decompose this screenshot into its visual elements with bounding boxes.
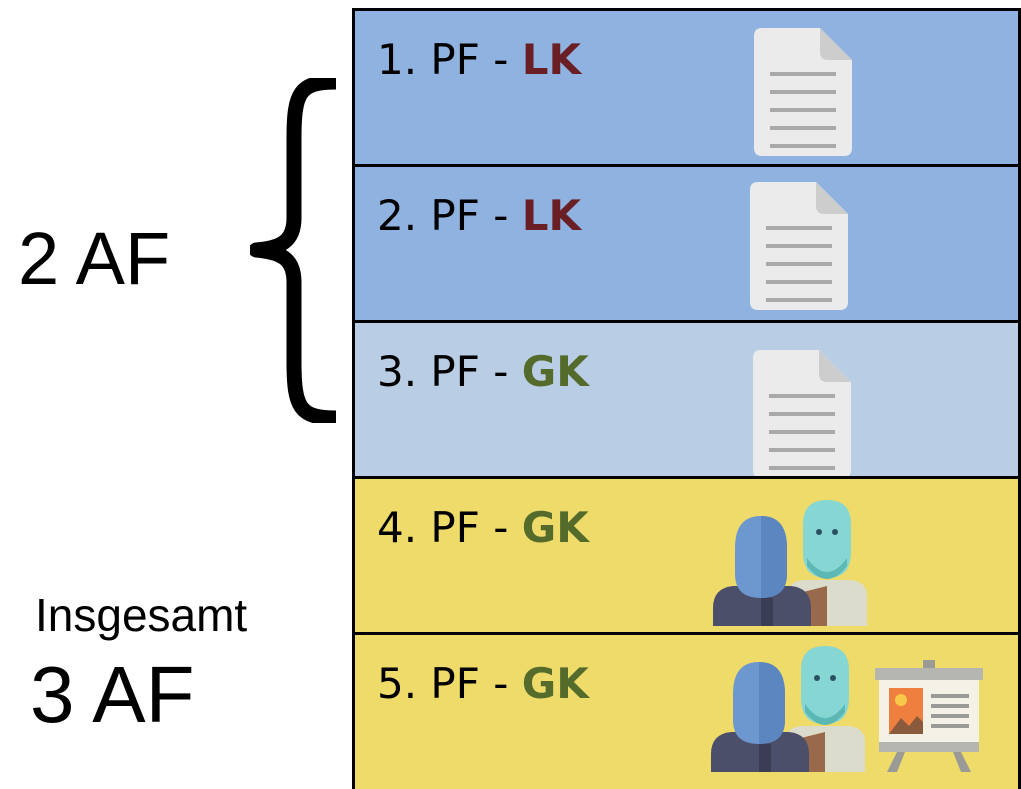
people-icon	[711, 646, 865, 772]
course-level: LK	[521, 35, 582, 84]
presentation-board-icon	[875, 660, 983, 772]
people-icon	[713, 500, 867, 626]
row-label: 5. PF -	[377, 659, 522, 708]
exam-row-4: 4. PF - GK	[352, 476, 1021, 632]
course-level: LK	[521, 191, 582, 240]
af-three-label: 3 AF	[30, 650, 195, 739]
document-icon	[754, 28, 852, 156]
row-label: 1. PF -	[377, 35, 522, 84]
document-icon	[750, 182, 848, 310]
course-level: GK	[521, 659, 589, 708]
exam-row-5: 5. PF - GK	[352, 632, 1021, 789]
course-level: GK	[521, 503, 589, 552]
exam-row-2: 2. PF - LK	[352, 164, 1021, 320]
total-caption: Insgesamt	[35, 589, 248, 641]
document-icon	[753, 350, 851, 478]
curly-brace	[250, 78, 337, 423]
exam-table: 1. PF - LK 2. PF - LK	[352, 8, 1021, 789]
exam-row-3: 3. PF - GK	[352, 320, 1021, 478]
af-two-label: 2 AF	[18, 217, 171, 300]
row-label: 3. PF -	[377, 347, 522, 396]
row-label: 4. PF -	[377, 503, 522, 552]
course-level: GK	[521, 347, 589, 396]
exam-row-1: 1. PF - LK	[352, 8, 1021, 164]
row-label: 2. PF -	[377, 191, 522, 240]
